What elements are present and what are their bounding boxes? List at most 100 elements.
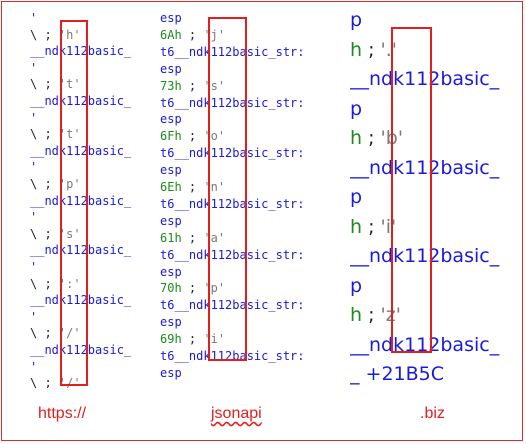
code-token: \ ; bbox=[30, 326, 59, 341]
code-line: __ndk112basic_ bbox=[30, 342, 131, 358]
code-token: h bbox=[350, 304, 363, 326]
code-token: __ndk112basic_ bbox=[30, 143, 132, 158]
code-token: __ndk112basic_ bbox=[30, 193, 132, 208]
code-token: '/' bbox=[58, 376, 81, 388]
code-line: __ndk112basic_ bbox=[350, 67, 499, 91]
code-token: esp bbox=[160, 61, 182, 76]
code-token: '/' bbox=[58, 326, 81, 341]
code-token: __ndk112basic_ bbox=[350, 333, 500, 356]
code-token: \ ; bbox=[30, 177, 59, 191]
code-line: esp bbox=[160, 61, 182, 77]
code-token: 'p' bbox=[58, 177, 81, 191]
code-token: t6__ndk112basic_str: bbox=[160, 247, 305, 262]
code-token: 61h bbox=[160, 230, 182, 245]
code-line: \ ; 't' bbox=[30, 126, 81, 142]
code-token: __ndk112basic_ bbox=[350, 68, 500, 90]
code-line: ' bbox=[30, 359, 37, 375]
code-line: esp bbox=[160, 162, 182, 178]
code-line: __ndk112basic_ bbox=[30, 43, 131, 59]
code-token: t6__ndk112basic_str: bbox=[160, 95, 305, 110]
code-token: esp bbox=[160, 11, 182, 25]
code-token: t6__ndk112basic_str: bbox=[160, 146, 305, 161]
code-token: p bbox=[350, 186, 363, 208]
code-token: 'z' bbox=[380, 304, 401, 326]
code-token: ; bbox=[181, 230, 204, 245]
code-line: ' bbox=[30, 209, 37, 225]
code-token: h bbox=[350, 127, 363, 149]
code-line: ' bbox=[30, 10, 37, 26]
code-token: __ndk112basic_ bbox=[30, 343, 132, 357]
code-line: t6__ndk112basic_str: bbox=[160, 247, 305, 263]
code-token: 6Ah bbox=[160, 27, 182, 42]
code-line: \ ; 't' bbox=[30, 76, 81, 92]
code-line: esp bbox=[160, 111, 182, 127]
code-line: __ndk112basic_ bbox=[350, 156, 499, 180]
code-token: t6__ndk112basic_str: bbox=[160, 44, 305, 59]
code-token: _ +21B5C bbox=[350, 363, 445, 385]
code-token: 70h bbox=[160, 281, 182, 296]
code-token: 6Eh bbox=[160, 180, 182, 194]
code-token: h bbox=[350, 38, 363, 61]
code-token: 73h bbox=[160, 78, 182, 93]
code-line: p bbox=[350, 97, 362, 121]
code-line: t6__ndk112basic_str: bbox=[160, 145, 305, 161]
code-token: ; bbox=[362, 215, 381, 238]
code-line: p bbox=[350, 8, 362, 32]
code-line: __ndk112basic_ bbox=[30, 93, 131, 109]
code-token: __ndk112basic_ bbox=[350, 156, 500, 179]
code-line: ' bbox=[30, 259, 37, 275]
code-token: ; bbox=[181, 180, 204, 194]
code-token: esp bbox=[160, 365, 182, 380]
code-token: ; bbox=[362, 304, 381, 326]
code-token: ' bbox=[30, 359, 38, 374]
code-line: t6__ndk112basic_str: bbox=[160, 348, 305, 364]
code-token: ' bbox=[30, 110, 38, 125]
code-token: 6Fh bbox=[160, 129, 182, 144]
code-token: \ ; bbox=[30, 226, 59, 241]
code-token: ; bbox=[181, 129, 204, 144]
code-token: 69h bbox=[160, 332, 182, 347]
highlight-box-right bbox=[391, 27, 432, 353]
code-token: \ ; bbox=[30, 27, 59, 42]
code-token: ' bbox=[30, 210, 38, 225]
code-token: ':' bbox=[58, 276, 81, 291]
code-line: ' bbox=[30, 60, 37, 76]
code-token: ; bbox=[362, 127, 381, 149]
code-token: ' bbox=[30, 309, 38, 324]
code-line: esp bbox=[160, 365, 182, 381]
code-line: t6__ndk112basic_str: bbox=[160, 95, 305, 111]
disassembly-panel-left: '\ ; 'h'__ndk112basic_'\ ; 't'__ndk112ba… bbox=[30, 10, 140, 388]
caption-middle: jsonapi bbox=[211, 405, 262, 422]
code-line: __ndk112basic_ bbox=[350, 333, 499, 357]
code-line: __ndk112basic_ bbox=[30, 292, 131, 308]
code-line: esp bbox=[160, 314, 182, 330]
code-token: ' bbox=[30, 60, 38, 75]
code-line: \ ; 's' bbox=[30, 226, 81, 242]
code-line: t6__ndk112basic_str: bbox=[160, 196, 305, 212]
code-line: h ; '.' bbox=[350, 38, 397, 62]
code-line: _ +21B5C bbox=[350, 362, 444, 386]
code-token: ; bbox=[181, 27, 204, 42]
code-token: h bbox=[350, 215, 363, 238]
code-token: __ndk112basic_ bbox=[350, 245, 500, 267]
code-token: esp bbox=[160, 213, 182, 228]
code-token: 't' bbox=[58, 77, 81, 92]
code-token: __ndk112basic_ bbox=[30, 94, 132, 108]
code-line: ' bbox=[30, 110, 37, 126]
code-token: __ndk112basic_ bbox=[30, 243, 132, 258]
code-token: esp bbox=[160, 315, 182, 330]
highlight-box-middle bbox=[208, 17, 247, 361]
code-token: ; bbox=[181, 332, 204, 347]
code-line: ' bbox=[30, 159, 37, 175]
code-line: h ; 'i' bbox=[350, 215, 396, 239]
code-line: \ ; 'p' bbox=[30, 176, 81, 192]
code-token: ' bbox=[30, 160, 38, 175]
code-token: 'h' bbox=[58, 27, 81, 42]
code-line: t6__ndk112basic_str: bbox=[160, 297, 305, 313]
code-token: ; bbox=[181, 78, 204, 93]
code-token: \ ; bbox=[30, 376, 59, 388]
code-token: t6__ndk112basic_str: bbox=[160, 196, 305, 211]
code-line: esp bbox=[160, 264, 182, 280]
code-token: p bbox=[350, 97, 363, 120]
caption-left: https:// bbox=[38, 405, 87, 422]
